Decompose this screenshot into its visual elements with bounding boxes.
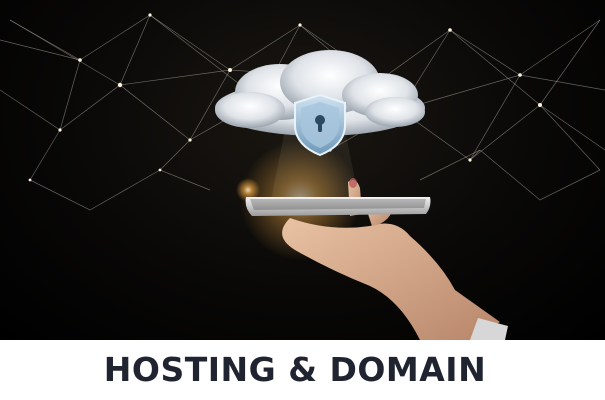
caption-title: HOSTING & DOMAIN — [103, 350, 487, 389]
cloud-icon — [215, 50, 425, 136]
hero-image — [0, 0, 605, 340]
caption-band — [0, 340, 605, 400]
shield-lock-icon — [294, 93, 346, 157]
smartphone-icon — [245, 197, 431, 216]
hero-illustration — [0, 13, 605, 340]
